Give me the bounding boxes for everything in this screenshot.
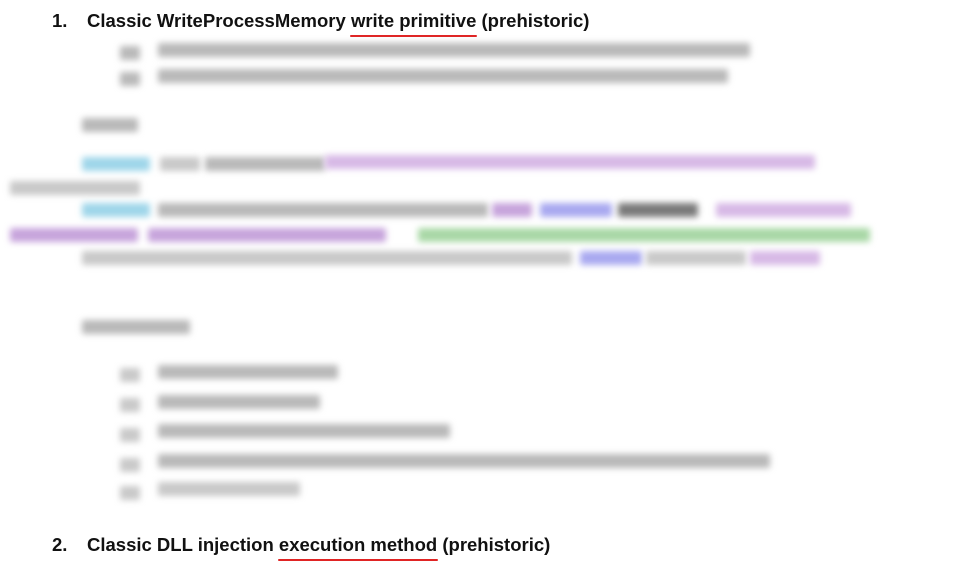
heading-suffix: (prehistoric) — [476, 10, 590, 31]
list-number: 1. — [52, 10, 68, 31]
blurred-label — [82, 118, 138, 132]
blurred-line — [158, 395, 320, 409]
blurred-code — [418, 228, 870, 242]
blurred-bullet — [120, 72, 140, 86]
list-item-1-heading: 1. Classic WriteProcessMemory write primi… — [52, 9, 590, 37]
blurred-label — [82, 320, 190, 334]
blurred-bullet — [120, 428, 140, 442]
blurred-code — [158, 203, 488, 217]
blurred-bullet — [120, 46, 140, 60]
heading-text: Classic DLL injection — [87, 534, 279, 555]
blurred-bullet — [120, 458, 140, 472]
blurred-code — [148, 228, 386, 242]
blurred-bullet — [120, 398, 140, 412]
blurred-code — [646, 251, 746, 265]
blurred-bullet — [120, 486, 140, 500]
blurred-line — [158, 365, 338, 379]
blurred-code — [82, 203, 150, 217]
blurred-code — [492, 203, 532, 217]
blurred-code — [160, 157, 200, 171]
list-item-2-heading: 2. Classic DLL injection execution method… — [52, 533, 551, 561]
blurred-code — [205, 157, 325, 171]
blurred-code — [750, 251, 820, 265]
blurred-code — [82, 157, 150, 171]
blurred-code — [10, 228, 138, 242]
blurred-code — [325, 155, 815, 169]
blurred-line — [158, 454, 770, 468]
blurred-line — [158, 482, 300, 496]
underlined-term: write primitive — [349, 10, 478, 37]
blurred-code — [716, 203, 851, 217]
blurred-line — [158, 424, 450, 438]
blurred-code — [82, 251, 572, 265]
blurred-line — [158, 69, 728, 83]
blurred-code — [618, 203, 698, 217]
list-number: 2. — [52, 534, 68, 555]
heading-text: Classic WriteProcessMemory — [87, 10, 351, 31]
underlined-term: execution method — [277, 534, 439, 561]
blurred-code — [580, 251, 642, 265]
blurred-bullet — [120, 368, 140, 382]
heading-suffix: (prehistoric) — [437, 534, 551, 555]
blurred-code — [540, 203, 612, 217]
blurred-code — [10, 181, 140, 195]
blurred-line — [158, 43, 750, 57]
